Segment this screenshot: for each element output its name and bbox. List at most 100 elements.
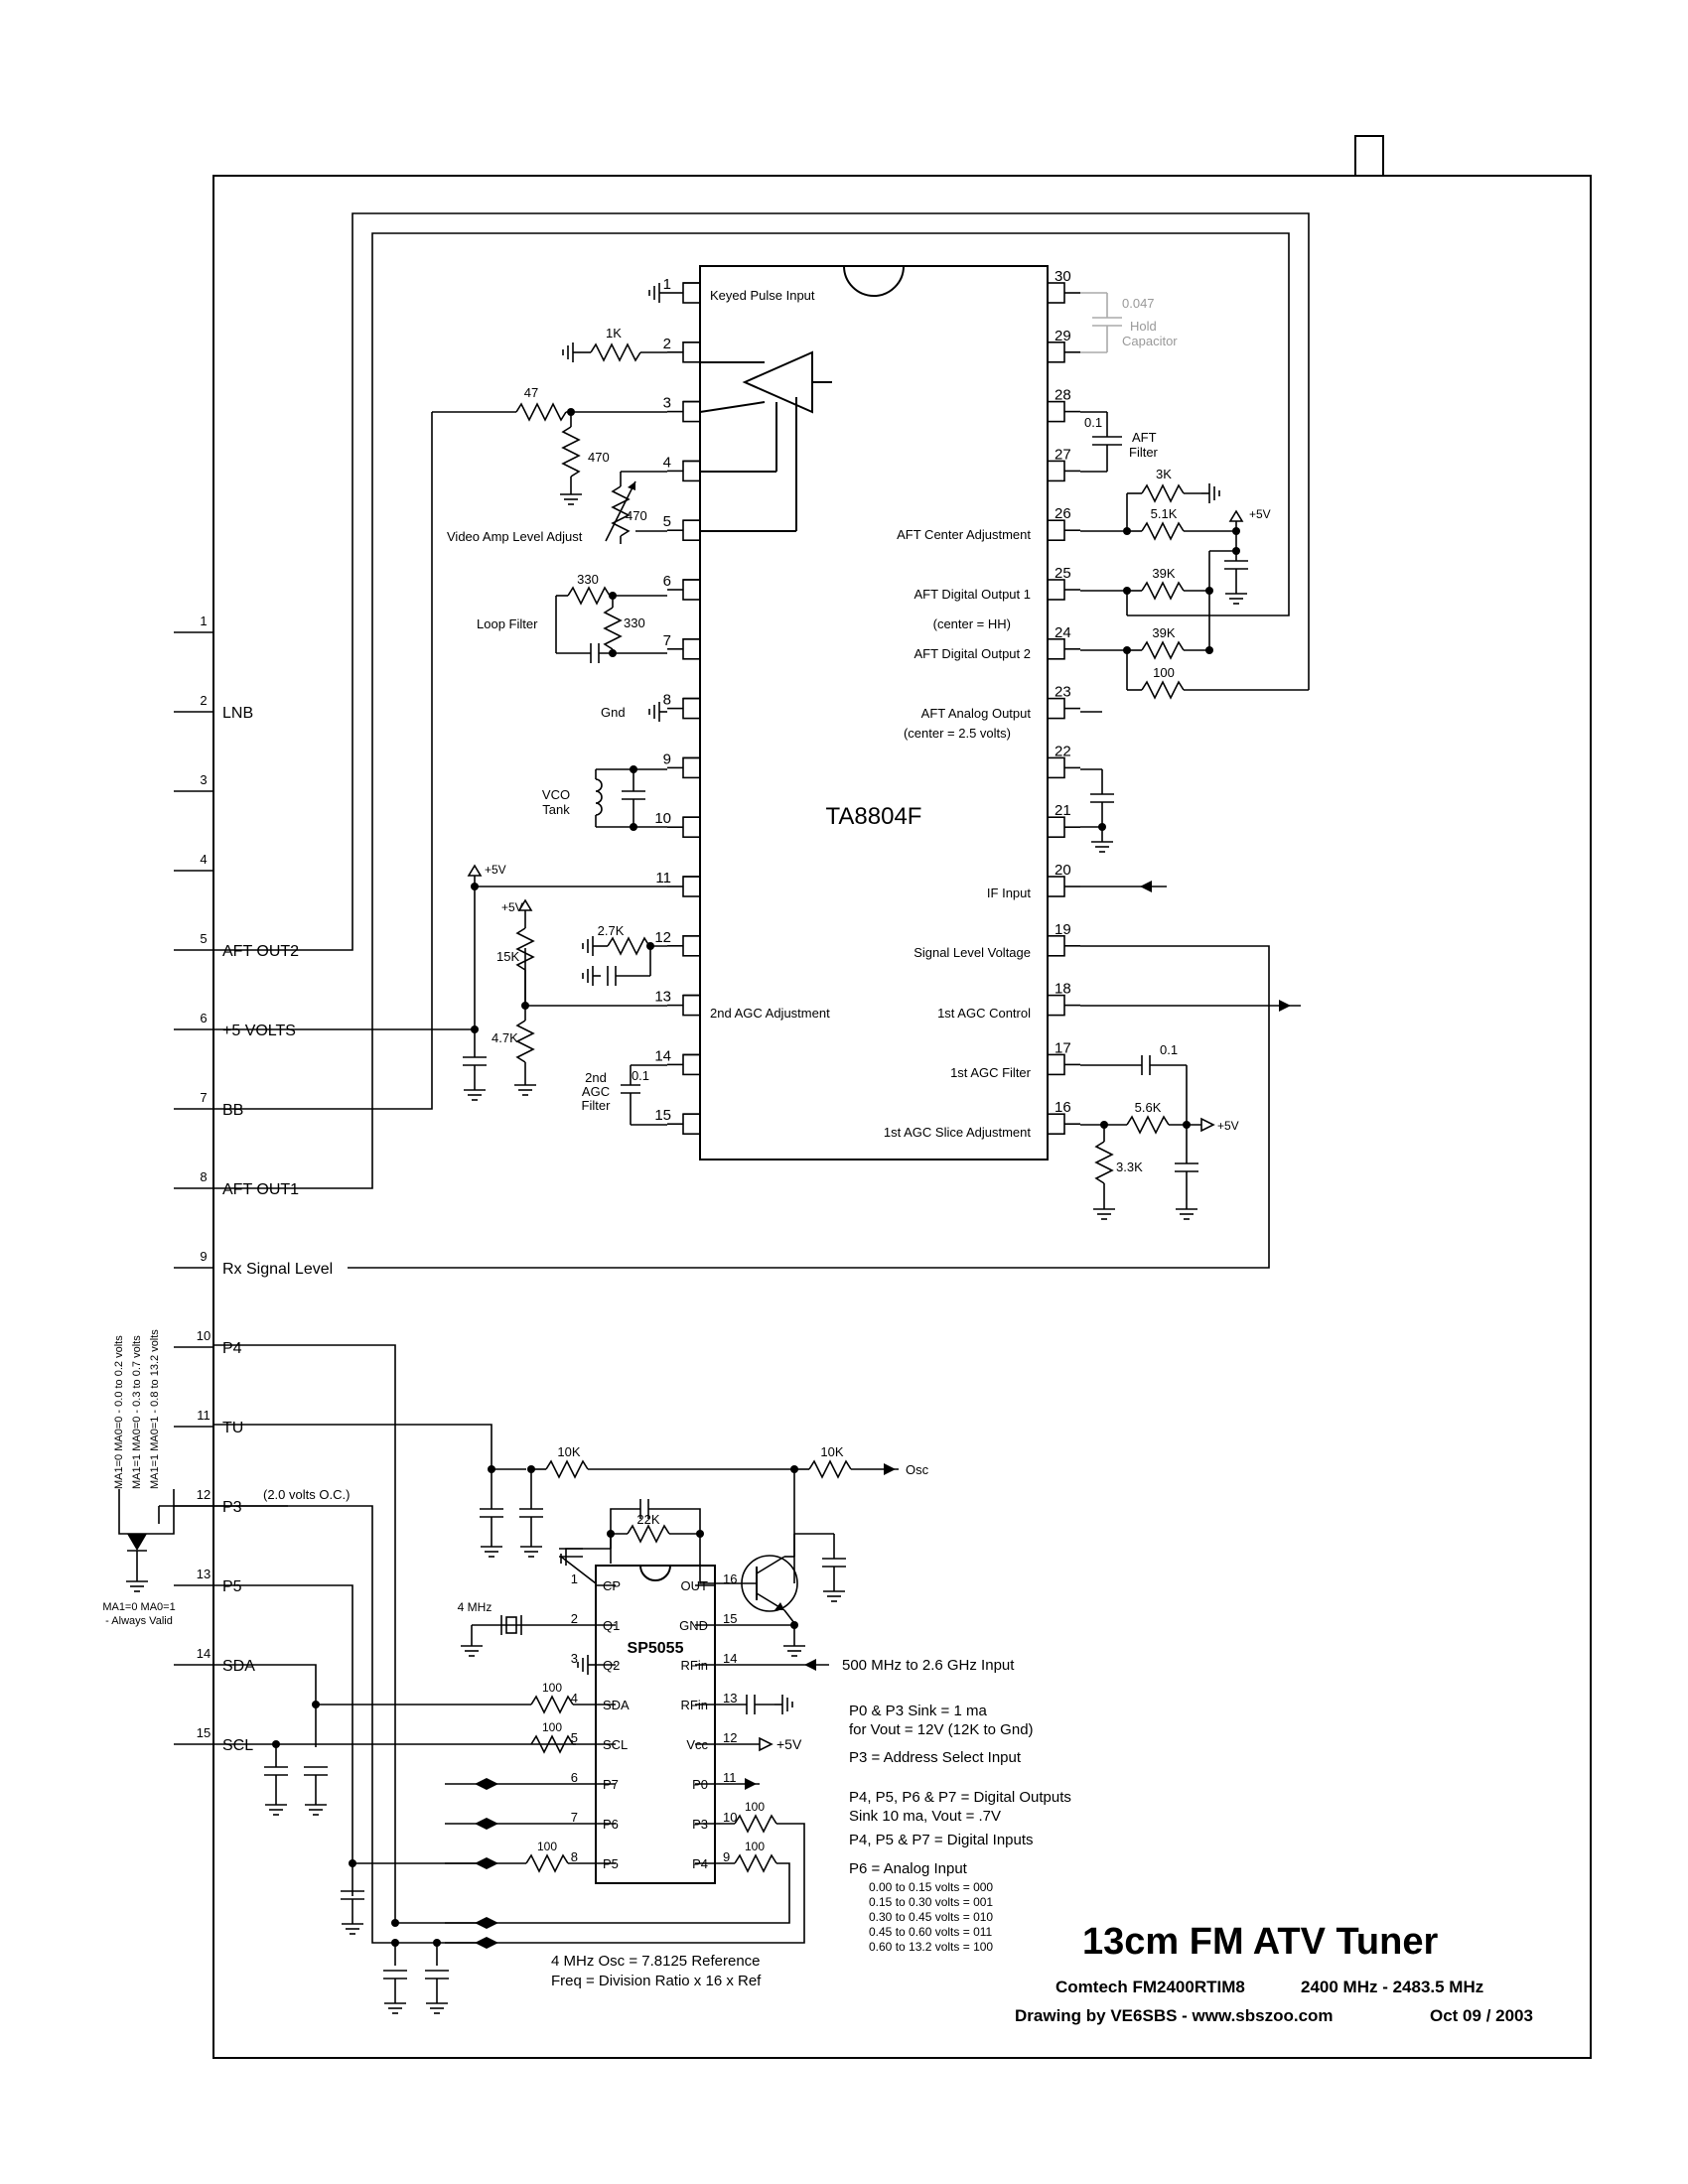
pin25-label: AFT Digital Output 1 [914,587,1031,602]
pin23-note: (center = 2.5 volts) [904,726,1011,741]
ta-right-pin [1047,460,1065,482]
pin1-label: Keyed Pulse Input [710,288,815,303]
ta8804f-label: TA8804F [826,803,922,830]
sp-right-pin-num: 14 [723,1651,737,1666]
sp-right-pin-label: RFin [681,1658,708,1673]
osc-note-1: Freq = Division Ratio x 16 x Ref [551,1973,762,1989]
ta-right-pin [1047,341,1065,363]
ta-right-pin [1047,876,1065,897]
c-agc1-label: 0.1 [1160,1042,1178,1057]
r-470b-label: 470 [626,508,647,523]
ta-left-pin [682,1053,701,1076]
hold-label: Hold [1130,319,1157,334]
ta-right-pin [1047,697,1065,720]
ta-left-pin [682,697,701,720]
connector-pin-label: AFT OUT1 [222,1181,299,1198]
adc-0: 0.00 to 0.15 volts = 000 [869,1880,993,1894]
ta-left-pin-num: 9 [663,751,671,767]
r-51k-label: 5.1K [1151,506,1178,521]
agc2-l1: 2nd [585,1070,607,1085]
r-100-sda-label: 100 [542,1681,562,1695]
connector-pin-num: 15 [197,1725,211,1740]
ta-left-pin-num: 14 [654,1047,671,1064]
ta-left-pin-num: 3 [663,395,671,412]
ta-left-pin [682,460,701,482]
ta-left-pin [682,400,701,423]
agc2-l3: Filter [582,1098,612,1113]
title-main: 13cm FM ATV Tuner [1082,1921,1438,1963]
connector-pin-num: 10 [197,1328,211,1343]
note-0: P0 & P3 Sink = 1 ma [849,1703,987,1719]
r-100-p5-label: 100 [537,1840,557,1853]
note-6: P6 = Analog Input [849,1860,968,1877]
r-27k-label: 2.7K [598,923,625,938]
c-aft-label: 0.1 [1084,415,1102,430]
ta-right-pin [1047,519,1065,542]
sp5055-label: SP5055 [628,1640,684,1657]
ta-left-pin-num: 11 [655,870,671,887]
pin25-note: (center = HH) [933,616,1011,631]
osc-transistor [715,1534,798,1625]
video-amp-label: Video Amp Level Adjust [447,529,583,544]
xtal-label: 4 MHz [458,1600,492,1614]
note-1: for Vout = 12V (12K to Gnd) [849,1721,1034,1738]
ta-left-pin-num: 13 [654,989,671,1006]
aft-out1-trace [213,232,1290,1189]
plus5v-label-c: +5V [1249,507,1271,521]
sp-right-pin-label: OUT [681,1578,709,1593]
capacitor-label: Capacitor [1122,334,1178,348]
ta-left-pin-num: 15 [654,1107,671,1124]
connector-pin-label: SCL [222,1737,253,1754]
sp-left-pin-label: SCL [603,1737,628,1752]
connector-pin-label: Rx Signal Level [222,1261,333,1278]
ta-left-pin [682,756,701,779]
sp-right-pin-num: 9 [723,1849,730,1864]
sp-left-pin-label: CP [603,1578,621,1593]
note-5: P4, P5 & P7 = Digital Inputs [849,1832,1034,1848]
ta-left-pin [682,637,701,660]
r-39kb-label: 39K [1152,625,1175,640]
r-47-label: 47 [524,385,538,400]
ta-right-pin-num: 20 [1055,862,1071,879]
sp-right-pin-num: 12 [723,1730,737,1745]
r-10ka-label: 10K [557,1444,580,1459]
ta-left-pin [682,816,701,839]
note-3: P4, P5, P6 & P7 = Digital Outputs [849,1789,1071,1806]
adc-3: 0.45 to 0.60 volts = 011 [869,1925,993,1939]
video-amp-symbol [699,350,832,532]
osc-note-0: 4 MHz Osc = 7.8125 Reference [551,1953,761,1970]
ta-right-pin [1047,756,1065,779]
connector-pin-num: 8 [200,1169,207,1184]
ta-left-pin-num: 8 [663,692,671,709]
r-100-label: 100 [1153,665,1175,680]
ta-left-pin [682,994,701,1017]
connector-pin-num: 9 [200,1249,207,1264]
ta-left-pin-num: 5 [663,513,671,530]
plus5v-label-b: +5V [501,900,523,914]
connector-pin-label: BB [222,1102,243,1119]
ta-right-pin-num: 29 [1055,328,1071,344]
ta-right-pin-num: 25 [1055,565,1071,582]
pin23-label: AFT Analog Output [921,706,1032,721]
ta-right-pin [1047,579,1065,601]
ta-right-pin-num: 16 [1055,1099,1071,1116]
ta-right-pin [1047,400,1065,423]
note-4: Sink 10 ma, Vout = .7V [849,1808,1001,1825]
r-100-scl-label: 100 [542,1720,562,1734]
connector-pin-num: 5 [200,931,207,946]
sp-right-pin-label: P3 [692,1817,708,1832]
ta-right-pin [1047,282,1065,304]
connector-pin-num: 11 [197,1408,211,1423]
ma-valid2: - Always Valid [105,1615,173,1627]
title-credit: Drawing by VE6SBS - www.sbszoo.com [1015,2006,1334,2025]
connector-pin-label: AFT OUT2 [222,943,299,960]
sp-left-pin-num: 4 [571,1691,578,1706]
vco-label2: Tank [542,802,570,817]
ta-right-pin [1047,994,1065,1017]
ta-right-pin-num: 23 [1055,684,1071,701]
connector-pin-label: +5 VOLTS [222,1023,296,1039]
r-33k-label: 3.3K [1116,1160,1143,1174]
sp-left-pin-num: 3 [571,1651,578,1666]
